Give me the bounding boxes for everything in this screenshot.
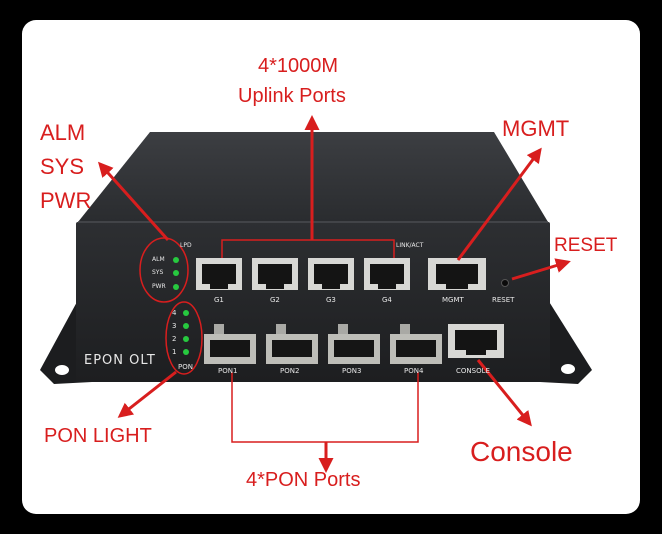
reset-hole xyxy=(501,279,509,287)
status-led-group xyxy=(139,237,189,303)
pon-led-title: PON xyxy=(178,363,193,371)
right-bracket xyxy=(540,300,592,384)
port-g3 xyxy=(308,258,354,290)
port-console xyxy=(448,324,504,358)
arrow-pon-light xyxy=(117,370,177,418)
pon-led-3-label: 3 xyxy=(172,322,177,330)
port-g1 xyxy=(196,258,242,290)
led-pwr xyxy=(173,284,179,290)
port-pon3-label: PON3 xyxy=(342,367,362,375)
uplink-bracket xyxy=(221,239,395,258)
uplink-ports-label: Uplink Ports xyxy=(238,85,346,107)
port-mgmt xyxy=(428,258,486,290)
uplink-count-label: 4*1000M xyxy=(258,55,339,77)
sys-label: SYS xyxy=(40,154,85,179)
port-g2 xyxy=(252,258,298,290)
pon-led-4-label: 4 xyxy=(172,309,177,317)
port-pon2-label: PON2 xyxy=(280,367,300,375)
lpd-label: LPD xyxy=(180,242,192,249)
pon-ports-label: 4*PON Ports xyxy=(246,469,361,491)
pon-led-2 xyxy=(183,336,189,342)
led-sys xyxy=(173,270,179,276)
mgmt-label: MGMT xyxy=(502,116,570,141)
link-act-label: LINK/ACT xyxy=(396,242,424,249)
sfp-pon3 xyxy=(328,324,380,364)
sfp-pon4 xyxy=(390,324,442,364)
pon-led-group xyxy=(165,301,203,375)
arrow-alm xyxy=(97,161,170,242)
port-g1-label: G1 xyxy=(214,296,224,304)
reset-label: RESET xyxy=(554,235,618,256)
pon-light-label: PON LIGHT xyxy=(44,425,152,447)
led-alm xyxy=(173,257,179,263)
left-bracket-hole xyxy=(55,365,69,375)
pon-led-4 xyxy=(183,310,189,316)
reset-silk-label: RESET xyxy=(492,296,515,304)
led-pwr-label: PWR xyxy=(152,283,166,290)
led-sys-label: SYS xyxy=(152,269,164,276)
pon-led-3 xyxy=(183,323,189,329)
port-pon4-label: PON4 xyxy=(404,367,424,375)
port-g4-label: G4 xyxy=(382,296,392,304)
pon-led-1-label: 1 xyxy=(172,348,177,356)
pon-led-1 xyxy=(183,349,189,355)
port-pon1-label: PON1 xyxy=(218,367,238,375)
sfp-pon2 xyxy=(266,324,318,364)
port-g3-label: G3 xyxy=(326,296,336,304)
alm-label: ALM xyxy=(40,120,86,145)
pwr-label: PWR xyxy=(40,188,92,213)
port-g4 xyxy=(364,258,410,290)
console-label: Console xyxy=(470,436,573,467)
pon-led-2-label: 2 xyxy=(172,335,177,343)
arrow-console xyxy=(476,359,532,427)
arrow-reset xyxy=(511,258,571,281)
led-alm-label: ALM xyxy=(152,256,165,263)
port-g2-label: G2 xyxy=(270,296,280,304)
brand-label: EPON OLT xyxy=(84,353,156,368)
port-mgmt-label: MGMT xyxy=(442,296,464,304)
right-bracket-hole xyxy=(561,364,575,374)
sfp-pon1 xyxy=(204,324,256,364)
arrow-mgmt xyxy=(456,147,542,261)
port-console-label: CONSOLE xyxy=(456,367,490,375)
pon-ports-bracket xyxy=(231,372,419,443)
